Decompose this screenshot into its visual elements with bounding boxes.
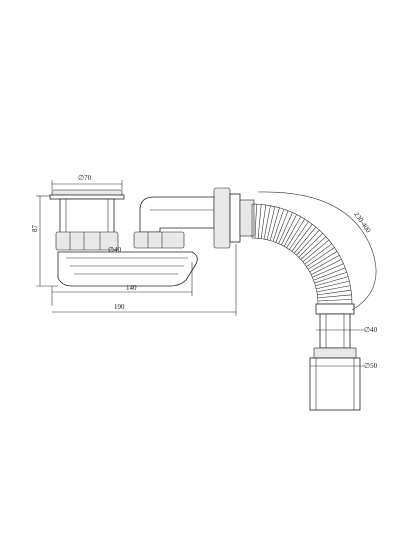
hose-rib [257,204,262,239]
hose-outline [251,203,353,305]
hose-rib [307,251,338,270]
hose-rib [316,285,351,293]
hose-rib [317,289,352,296]
hose-rib [272,209,285,242]
hose-rib [310,259,342,275]
hose-rib [306,247,335,267]
top-diameter-label: ∅70 [78,174,92,182]
hose-rib [289,221,309,250]
outlet-small-diameter-label: ∅40 [364,326,378,334]
outlet-large-diameter-label: ∅50 [364,362,378,370]
hose-rib [263,205,271,240]
hose-rib [291,224,313,252]
hose-rib [266,206,276,240]
hose-rib [260,204,267,239]
height-label: 87 [31,225,39,233]
hose-rib [317,299,352,302]
hose-rib [286,218,305,249]
hose-rib [309,255,340,273]
dimension-lines [36,180,377,367]
length-140-label: 140 [126,284,137,292]
hose-rib [275,210,289,243]
hose-rib [283,216,301,247]
hose-rib [281,214,297,246]
hose-rib [298,233,323,258]
hose-rib [302,239,330,263]
outlet-pipe [309,303,361,411]
hose-rib [316,280,350,290]
hose-rib [254,204,257,239]
hose-rib [317,294,352,299]
drain-body [49,189,198,287]
hose-rib [312,263,344,278]
hose-rib [293,226,317,254]
hose-rib [315,276,349,287]
hose-rib [269,207,280,241]
hose-rib [314,271,347,284]
hose-rib [304,243,332,265]
hose-rib [300,236,327,260]
hose-outline [251,237,319,305]
length-190-label: 190 [114,303,125,311]
inner-diameter-label: ∅40 [108,246,122,254]
elbow-pipe [133,187,255,249]
hose-rib [278,212,293,244]
flexible-hose [251,203,353,305]
hose-rib [313,267,346,281]
hose-rib [296,229,320,256]
